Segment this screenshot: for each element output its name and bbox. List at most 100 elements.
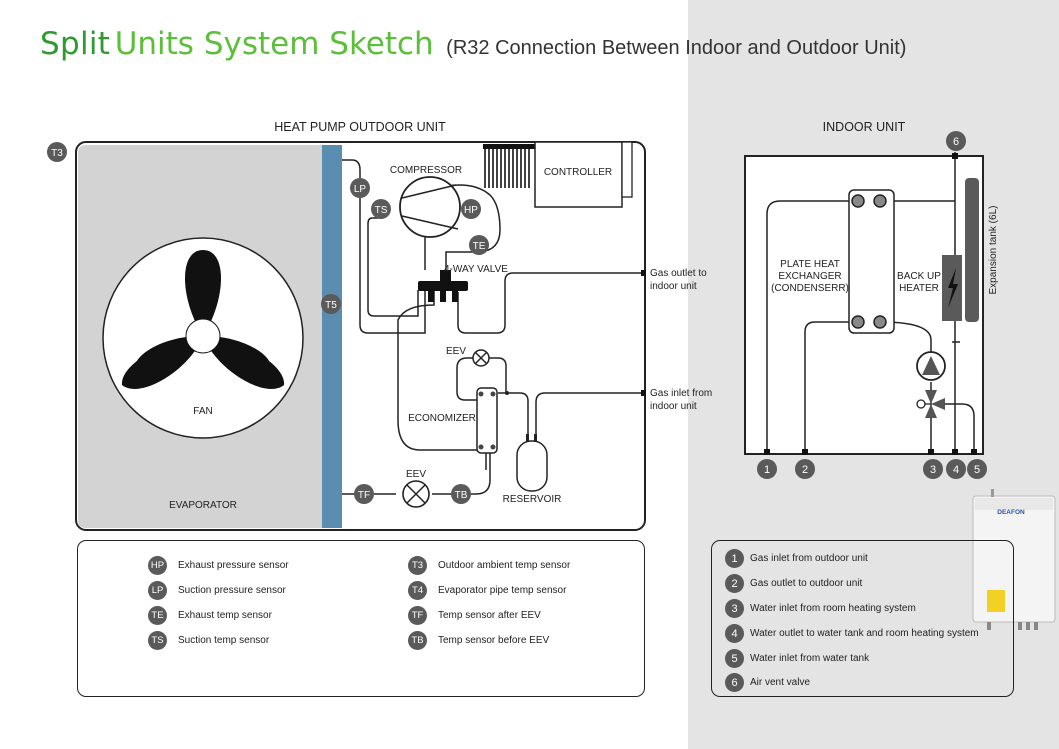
gas-inlet-label-1: Gas inlet from — [650, 388, 712, 399]
plate-heat-exchanger: PLATE HEAT EXCHANGER (CONDENSERR) — [771, 189, 895, 334]
connection-text: Gas inlet from outdoor unit — [750, 553, 868, 564]
svg-text:5: 5 — [974, 464, 980, 476]
port-2: 2 — [795, 459, 815, 479]
connection-badge: 6 — [725, 673, 744, 692]
eev-top-label: EEV — [446, 346, 466, 357]
connection-text: Gas outlet to outdoor unit — [750, 578, 863, 589]
svg-text:4: 4 — [953, 464, 959, 476]
evaporator-label: EVAPORATOR — [169, 500, 237, 511]
phe-label-1: PLATE HEAT — [780, 259, 840, 270]
sensor-t5: T5 — [321, 294, 341, 314]
port-badges: 1 2 3 4 5 6 — [757, 131, 987, 479]
legend-badge: T4 — [408, 581, 427, 600]
sensor-t3: T3 — [47, 142, 67, 162]
eev-bottom-label: EEV — [406, 469, 426, 480]
legend-text: Suction temp sensor — [178, 635, 270, 646]
svg-text:T5: T5 — [325, 300, 337, 311]
gas-outlet-label-2: indoor unit — [650, 281, 697, 292]
page-title: Split Units System Sketch (R32 Connectio… — [40, 26, 906, 62]
legend-item: TS Suction temp sensor — [148, 631, 269, 650]
legend-badge: TS — [148, 631, 167, 650]
controller-label: CONTROLLER — [544, 167, 612, 178]
sensor-lp: LP — [350, 178, 370, 198]
connection-item: 2 Gas outlet to outdoor unit — [725, 574, 862, 593]
connection-legend: 1 Gas inlet from outdoor unit 2 Gas outl… — [711, 540, 1014, 697]
connection-text: Air vent valve — [750, 677, 811, 688]
legend-item: T3 Outdoor ambient temp sensor — [408, 556, 570, 575]
sensor-te: TE — [469, 235, 489, 255]
product-image: DEAFON — [972, 489, 1056, 630]
legend-item: TB Temp sensor before EEV — [408, 631, 549, 650]
svg-text:TE: TE — [473, 241, 486, 252]
reservoir: RESERVOIR — [503, 434, 562, 505]
port-4: 4 — [946, 459, 966, 479]
svg-text:3: 3 — [930, 464, 936, 476]
lightning-icon — [948, 268, 958, 308]
legend-text: Temp sensor before EEV — [438, 635, 550, 646]
port-connectors — [764, 153, 977, 455]
three-way-valve — [916, 390, 945, 418]
connection-badge: 3 — [725, 599, 744, 618]
legend-item: LP Suction pressure sensor — [148, 581, 286, 600]
heater-label-1: BACK UP — [897, 271, 941, 282]
svg-text:6: 6 — [953, 136, 959, 148]
svg-text:TF: TF — [358, 490, 370, 501]
title-part2: Units System Sketch — [114, 26, 434, 62]
legend-text: Suction pressure sensor — [178, 585, 286, 596]
legend-badge: LP — [148, 581, 167, 600]
indoor-unit-header: INDOOR UNIT — [823, 120, 906, 134]
legend-text: Evaporator pipe temp sensor — [438, 585, 567, 596]
legend-badge: TB — [408, 631, 427, 650]
fan-label: FAN — [193, 406, 212, 417]
fan-blades-icon — [121, 250, 285, 389]
gas-outlet-label-1: Gas outlet to — [650, 268, 707, 279]
connection-badge: 4 — [725, 624, 744, 643]
sensor-ts: TS — [371, 199, 391, 219]
controller: CONTROLLER — [483, 141, 633, 208]
svg-text:TS: TS — [375, 205, 388, 216]
gas-inlet-label-2: indoor unit — [650, 401, 697, 412]
eev-top: EEV — [446, 346, 490, 367]
sensor-tf: TF — [354, 484, 374, 504]
four-way-valve-label: 4-WAY VALVE — [444, 264, 508, 275]
port-1: 1 — [757, 459, 777, 479]
legend-item: HP Exhaust pressure sensor — [148, 556, 289, 575]
svg-text:HP: HP — [464, 205, 478, 216]
svg-text:LP: LP — [354, 184, 367, 195]
svg-text:2: 2 — [802, 464, 808, 476]
sensor-hp: HP — [461, 199, 481, 219]
svg-text:TB: TB — [455, 490, 468, 501]
legend-badge: TE — [148, 606, 167, 625]
title-subtitle: (R32 Connection Between Indoor and Outdo… — [446, 37, 907, 59]
connection-text: Water outlet to water tank and room heat… — [750, 628, 979, 639]
legend-badge: TF — [408, 606, 427, 625]
backup-heater: BACK UP HEATER — [897, 255, 962, 321]
legend-text: Exhaust temp sensor — [178, 610, 272, 621]
expansion-tank-label: Expansion tank (6L) — [988, 206, 999, 295]
compressor: COMPRESSOR — [390, 165, 462, 238]
connection-badge: 2 — [725, 574, 744, 593]
evaporator-coil — [322, 145, 342, 528]
gas-inlet-connector — [641, 390, 646, 396]
connection-badge: 1 — [725, 549, 744, 568]
port-3: 3 — [923, 459, 943, 479]
product-brand: DEAFON — [997, 509, 1025, 516]
legend-badge: HP — [148, 556, 167, 575]
reservoir-label: RESERVOIR — [503, 494, 562, 505]
gas-outlet-connector — [641, 270, 646, 276]
heat-sink-icon — [484, 145, 530, 188]
connection-badge: 5 — [725, 649, 744, 668]
connection-item: 1 Gas inlet from outdoor unit — [725, 549, 868, 568]
heater-label-2: HEATER — [899, 283, 939, 294]
title-part1: Split — [40, 26, 111, 62]
economizer: ECONOMIZER — [408, 387, 509, 454]
connection-item: 4 Water outlet to water tank and room he… — [725, 624, 979, 643]
connection-item: 5 Water inlet from water tank — [725, 649, 869, 668]
pump — [916, 351, 946, 381]
connection-item: 3 Water inlet from room heating system — [725, 599, 916, 618]
legend-item: T4 Evaporator pipe temp sensor — [408, 581, 566, 600]
economizer-label: ECONOMIZER — [408, 413, 476, 424]
eev-bottom: EEV — [402, 469, 430, 508]
phe-label-3: (CONDENSERR) — [771, 283, 849, 294]
